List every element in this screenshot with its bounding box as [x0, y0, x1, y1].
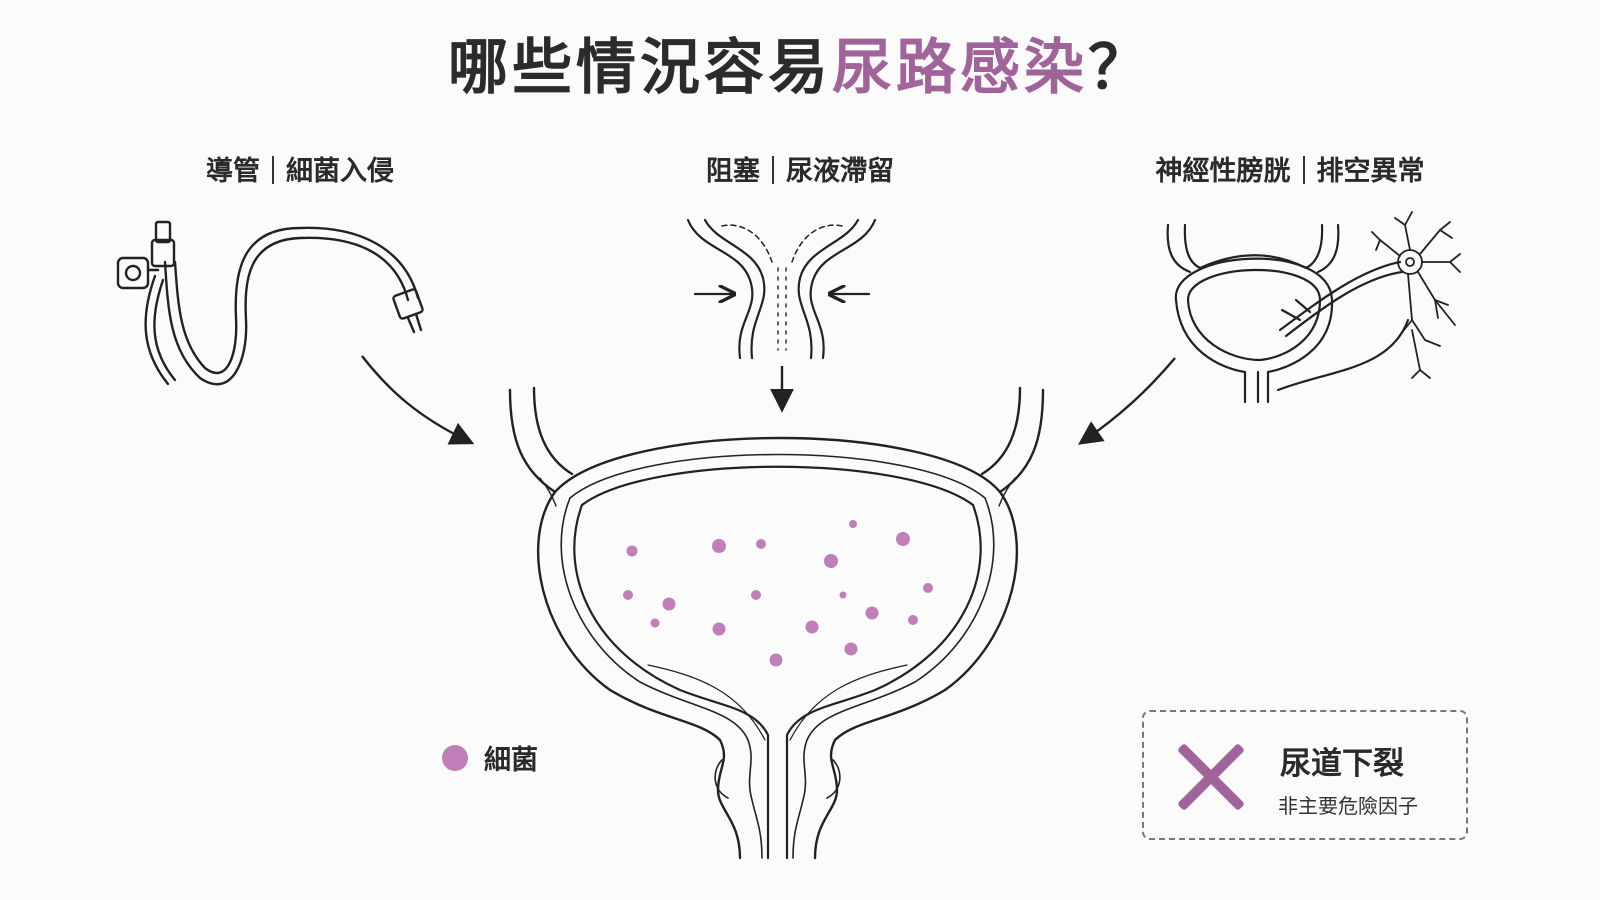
separator — [272, 156, 274, 184]
legend-label: 細菌 — [484, 745, 538, 776]
bacteria-dot — [712, 622, 726, 636]
cause-main: 導管 — [206, 156, 260, 187]
bacteria-dot — [865, 606, 879, 620]
bacteria-dot — [824, 554, 838, 568]
bacteria-dots — [623, 520, 933, 667]
cause-label-catheter: 導管細菌入侵 — [140, 152, 460, 192]
separator — [772, 156, 774, 184]
arrow-neurogenic — [1078, 357, 1176, 445]
neurogenic-bladder-icon — [1166, 223, 1410, 404]
bacteria-dot — [769, 653, 783, 667]
bacteria-dot — [712, 539, 726, 553]
note-box: 尿道下裂 非主要危險因子 — [1142, 710, 1468, 840]
cause-main: 神經性膀胱 — [1155, 156, 1291, 187]
bacteria-dot — [839, 591, 847, 599]
x-mark-icon — [1174, 740, 1248, 814]
bacteria-dot — [650, 618, 660, 628]
bacteria-dot — [844, 642, 858, 656]
cause-main: 阻塞 — [706, 156, 760, 187]
neuron-icon — [1371, 211, 1461, 379]
arrow-catheter — [361, 355, 475, 445]
separator — [1302, 156, 1305, 184]
obstruction-icon — [686, 218, 877, 360]
cause-detail: 尿液滯留 — [786, 156, 894, 187]
bacteria-dot — [623, 590, 633, 600]
cause-detail: 排空異常 — [1316, 156, 1425, 187]
bacteria-dot — [896, 532, 910, 546]
cause-detail: 細菌入侵 — [286, 156, 394, 187]
bladder-icon — [508, 386, 1045, 860]
catheter-icon — [116, 220, 424, 386]
title-highlight: 尿路感染 — [832, 33, 1088, 103]
cause-label-neurogenic: 神經性膀胱排空異常 — [1100, 152, 1480, 192]
note-title: 尿道下裂 — [1280, 746, 1404, 782]
title-prefix: 哪些情況容易 — [448, 33, 832, 103]
title-suffix: ？ — [1088, 33, 1152, 103]
bacteria-dot — [849, 520, 857, 528]
bacteria-dot — [626, 545, 638, 557]
bacteria-dot — [662, 597, 676, 611]
page-title: 哪些情況容易尿路感染？ — [0, 28, 1600, 108]
cause-label-obstruction: 阻塞尿液滯留 — [640, 152, 960, 192]
bacteria-dot — [751, 590, 761, 600]
bacteria-dot — [756, 539, 766, 549]
bacteria-dot — [908, 615, 918, 625]
bacteria-legend-icon — [442, 744, 468, 771]
bacteria-dot — [805, 620, 819, 634]
legend: 細菌 — [442, 738, 538, 777]
bacteria-dot — [923, 583, 933, 593]
note-subtitle: 非主要危險因子 — [1278, 794, 1418, 818]
